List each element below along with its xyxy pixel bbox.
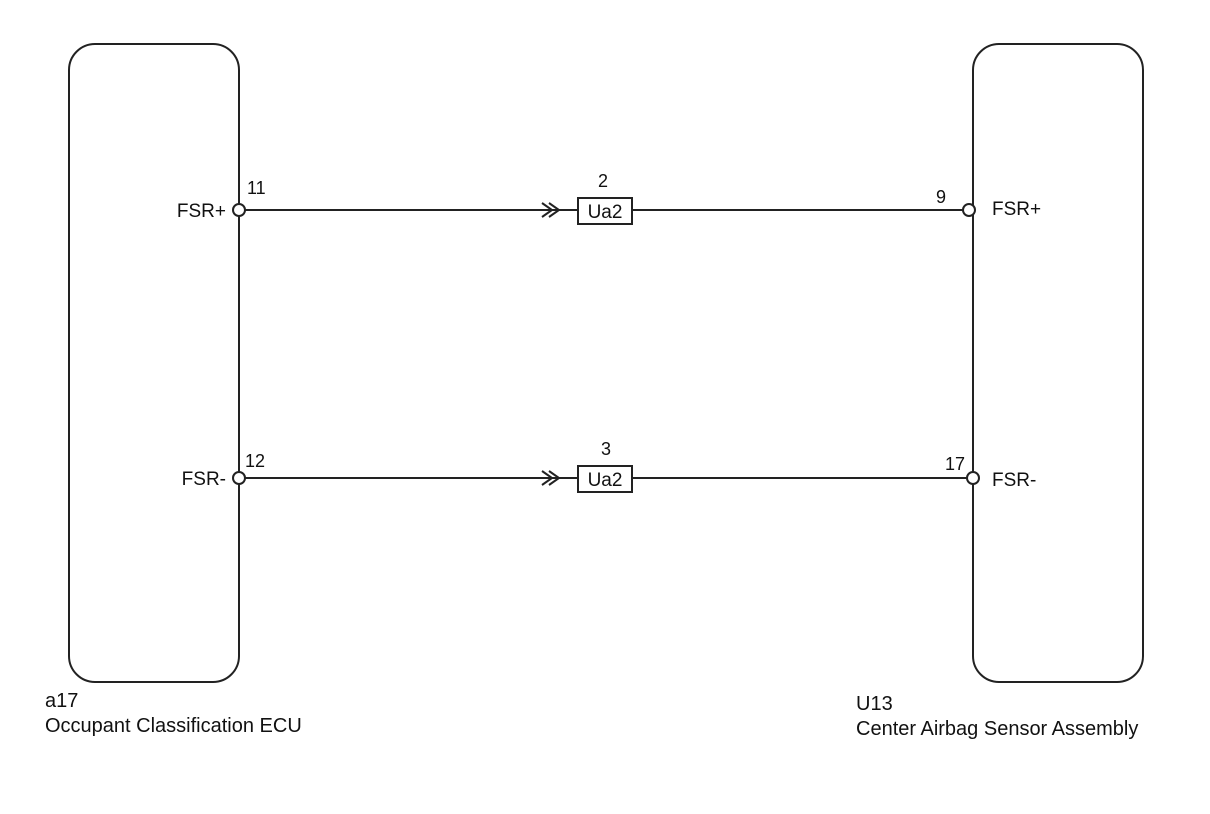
left-component-name: Occupant Classification ECU <box>45 715 302 737</box>
left-terminal-label-fsr-plus: FSR+ <box>177 201 226 222</box>
connector-pin-2: 2 <box>598 171 608 191</box>
connector-arrow-2 <box>541 470 561 486</box>
right-pin-9: 9 <box>936 187 946 207</box>
right-terminal-label-fsr-plus: FSR+ <box>992 199 1041 220</box>
connector-name-1: Ua2 <box>588 202 623 223</box>
left-component-code: a17 <box>45 690 78 712</box>
connector-box-1 <box>577 197 633 225</box>
terminal-right-fsr-plus <box>962 203 976 217</box>
connector-arrow-1 <box>541 202 561 218</box>
left-component-box <box>68 43 240 683</box>
left-pin-11: 11 <box>247 178 266 198</box>
right-component-name: Center Airbag Sensor Assembly <box>856 718 1138 740</box>
terminal-left-fsr-minus <box>232 471 246 485</box>
right-terminal-label-fsr-minus: FSR- <box>992 470 1036 491</box>
terminal-left-fsr-plus <box>232 203 246 217</box>
connector-name-2: Ua2 <box>588 470 623 491</box>
right-pin-17: 17 <box>945 454 965 474</box>
terminal-right-fsr-minus <box>966 471 980 485</box>
left-pin-12: 12 <box>245 451 265 471</box>
right-component-code: U13 <box>856 693 893 715</box>
right-component-box <box>972 43 1144 683</box>
connector-box-2 <box>577 465 633 493</box>
left-terminal-label-fsr-minus: FSR- <box>182 469 226 490</box>
connector-pin-3: 3 <box>601 439 611 459</box>
